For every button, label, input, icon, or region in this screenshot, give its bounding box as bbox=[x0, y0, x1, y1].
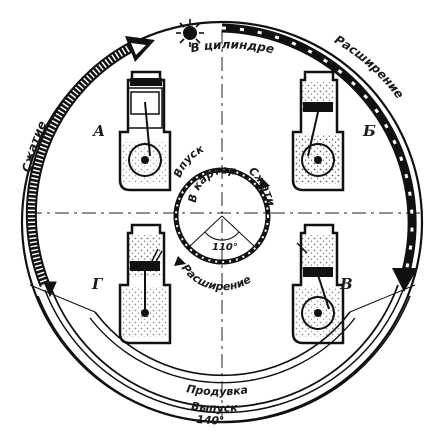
spark-icon bbox=[176, 19, 204, 47]
engine-v bbox=[291, 223, 345, 345]
label-angle-110: 110° bbox=[212, 242, 238, 253]
engine-b bbox=[291, 70, 345, 192]
expansion-band bbox=[221, 23, 418, 292]
compression-band bbox=[25, 36, 155, 288]
axes bbox=[28, 30, 420, 420]
engine-g bbox=[118, 223, 172, 345]
label-purge: Продувка bbox=[185, 382, 248, 398]
inner-ring bbox=[173, 167, 271, 266]
label-in-cylinder: В цилиндре bbox=[189, 37, 275, 56]
label-expansion-outer: Расширение bbox=[332, 32, 407, 101]
engine-b-letter: Б bbox=[362, 122, 376, 140]
engine-g-letter: Г bbox=[91, 275, 104, 293]
label-expansion-inner: Расширение bbox=[179, 262, 254, 294]
label-exhaust: Выпуск bbox=[190, 400, 238, 415]
engine-a-letter: А bbox=[92, 122, 105, 140]
engine-a bbox=[118, 70, 172, 192]
engine-v-letter: В bbox=[339, 275, 353, 293]
label-angle-140: 140° bbox=[196, 413, 225, 427]
